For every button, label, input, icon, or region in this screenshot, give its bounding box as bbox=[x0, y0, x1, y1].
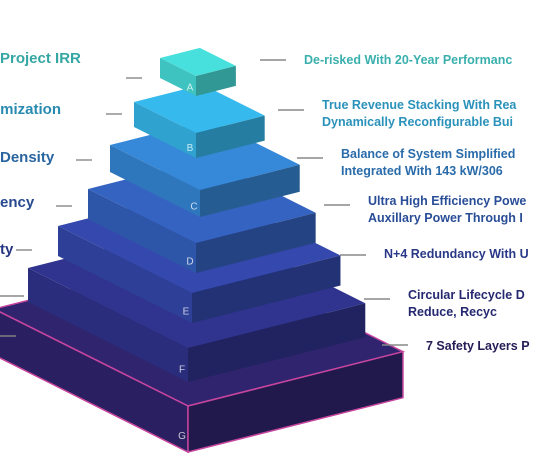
left-label-d: ency bbox=[0, 194, 35, 211]
right-label-line: Balance of System Simplified bbox=[341, 147, 516, 161]
right-label-line: Integrated With 143 kW/306 bbox=[341, 164, 503, 178]
left-label-b: imization bbox=[0, 101, 62, 118]
layer-e-right-face bbox=[192, 255, 341, 323]
layer-b-top bbox=[134, 84, 265, 133]
layer-d-letter: D bbox=[186, 257, 193, 268]
right-label-line: Ultra High Efficiency Powe bbox=[368, 194, 527, 208]
right-label-line: N+4 Redundancy With U bbox=[384, 247, 529, 261]
right-label-line: Dynamically Reconfigurable Bui bbox=[322, 115, 514, 129]
layer-d-right-face bbox=[196, 212, 316, 273]
layer-a-right-face bbox=[196, 65, 236, 96]
layer-e-left-face bbox=[58, 226, 192, 323]
layer-d-left-face bbox=[88, 189, 196, 273]
layer-a-left-face bbox=[160, 58, 196, 96]
layer-f-letter: F bbox=[179, 364, 185, 375]
right-label-line: 7 Safety Layers P bbox=[426, 339, 530, 353]
right-label-e: N+4 Redundancy With U bbox=[384, 246, 529, 263]
layer-b-right-face bbox=[196, 115, 265, 158]
left-label-c: Density bbox=[0, 149, 55, 166]
layer-b-letter: B bbox=[187, 143, 194, 154]
layer-g-letter: G bbox=[178, 431, 186, 442]
layer-e-letter: E bbox=[183, 307, 190, 318]
layer-a-top bbox=[160, 47, 236, 76]
layer-f-left-face bbox=[28, 268, 188, 382]
right-label-line: Circular Lifecycle D bbox=[408, 288, 525, 302]
right-label-line: True Revenue Stacking With Rea bbox=[322, 98, 517, 112]
layer-c-letter: C bbox=[190, 201, 197, 212]
right-label-f: Circular Lifecycle D Reduce, Recyc bbox=[408, 287, 525, 321]
layer-c-left-face bbox=[110, 145, 200, 217]
layer-f-right-face bbox=[188, 303, 366, 382]
layer-a-letter: A bbox=[187, 82, 194, 93]
right-label-a: De-risked With 20-Year Performanc bbox=[304, 52, 512, 69]
layer-b-left-face bbox=[134, 102, 196, 158]
right-label-line: Auxillary Power Through I bbox=[368, 211, 523, 225]
right-label-line: De-risked With 20-Year Performanc bbox=[304, 53, 513, 67]
left-label-a: r Project IRR bbox=[0, 50, 81, 67]
layer-c-right-face bbox=[200, 164, 300, 217]
layer-g-right-face bbox=[187, 350, 404, 453]
right-label-g: 7 Safety Layers P bbox=[426, 338, 530, 355]
left-label-e: ty bbox=[0, 241, 14, 258]
right-label-line: Reduce, Recyc bbox=[408, 305, 497, 319]
